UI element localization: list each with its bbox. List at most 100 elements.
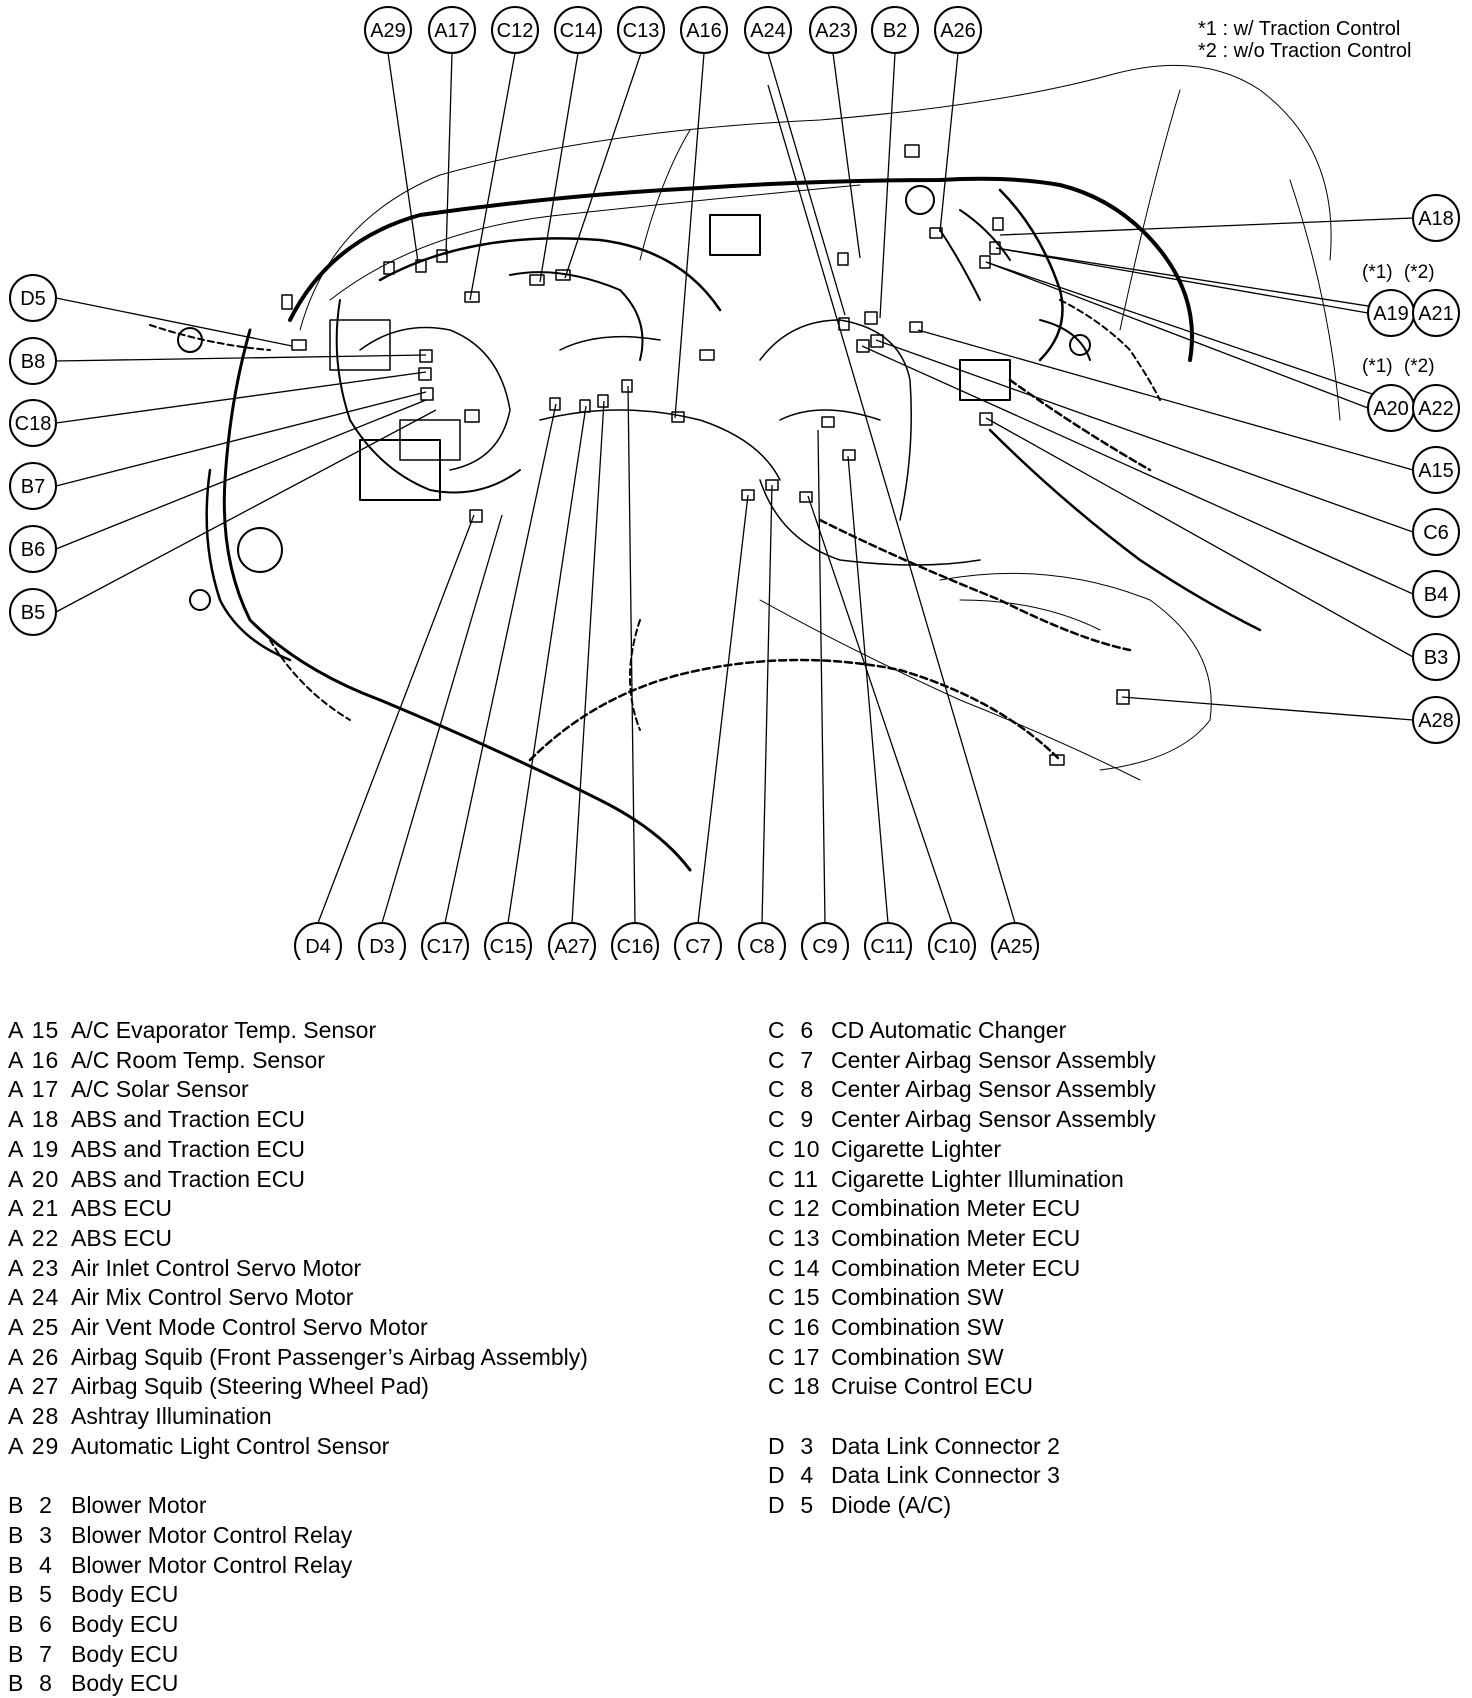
leader-line-b5 [55, 409, 437, 613]
callout-circle [991, 922, 1039, 960]
callout-b3: B3 [1412, 633, 1460, 681]
callout-d4: D4 [294, 922, 342, 960]
leader-line-b7 [55, 391, 427, 487]
callout-leader-lines [55, 52, 1414, 924]
legend-code: D 5 [768, 1492, 815, 1518]
legend-code: C 14 [768, 1255, 821, 1281]
leader-line-b4 [861, 345, 1414, 595]
dashboard-line-drawing [149, 64, 1341, 872]
leader-line-a26 [939, 52, 959, 233]
callout-circle [554, 6, 602, 54]
callout-a17: A17 [428, 6, 476, 54]
legend-name: Combination Meter ECU [831, 1195, 1081, 1221]
callout-label: C18 [15, 413, 52, 435]
leader-line-a18 [999, 217, 1414, 236]
callout-b8: B8 [9, 337, 57, 385]
callout-label: C13 [623, 20, 660, 42]
leader-line-c7 [697, 494, 749, 924]
callout-circle [294, 922, 342, 960]
callout-c13: C13 [617, 6, 665, 54]
legend-name: Body ECU [71, 1670, 179, 1696]
callout-label: A22 [1418, 398, 1454, 420]
footnote-1: *1 : w/ Traction Control [1198, 18, 1401, 40]
callout-b6: B6 [9, 525, 57, 573]
legend-name: ABS and Traction ECU [71, 1136, 305, 1162]
callout-circle [358, 922, 406, 960]
leader-line-d4 [317, 514, 475, 924]
legend-code: B 6 [8, 1611, 53, 1637]
leader-line-c6 [875, 339, 1414, 533]
leader-line-a28 [1121, 696, 1414, 721]
legend-code: A 26 [8, 1344, 60, 1370]
callout-a27: A27 [548, 922, 596, 960]
callout-label: A18 [1418, 208, 1454, 230]
callout-a22: A22 [1412, 384, 1460, 432]
callout-b5: B5 [9, 588, 57, 636]
legend-code: A 19 [8, 1136, 60, 1162]
legend-name: Body ECU [71, 1641, 179, 1667]
legend-code: A 25 [8, 1314, 60, 1340]
legend-code: A 23 [8, 1255, 60, 1281]
legend-name: A/C Evaporator Temp. Sensor [71, 1017, 377, 1043]
legend-item: B 6 Body ECU [8, 1610, 178, 1639]
legend-code: C 11 [768, 1166, 819, 1192]
leader-line-c12 [469, 52, 516, 301]
callout-label: C17 [427, 936, 464, 958]
leader-line-a20 [985, 261, 1369, 409]
callout-label: A26 [940, 20, 976, 42]
leader-line-a22 [985, 261, 1414, 409]
callout-circle [801, 922, 849, 960]
callout-circle [1412, 570, 1460, 618]
callout-circle [864, 922, 912, 960]
legend-code: B 3 [8, 1522, 53, 1548]
callout-label: D4 [305, 936, 331, 958]
callout-label: A20 [1373, 398, 1409, 420]
callout-circle [674, 922, 722, 960]
callout-label: A23 [815, 20, 851, 42]
callout-c9: C9 [801, 922, 849, 960]
legend-code: C 17 [768, 1344, 821, 1370]
callout-circle [9, 274, 57, 322]
leader-line-a21 [995, 247, 1414, 314]
leader-line-c17 [444, 403, 557, 924]
leader-line-c15 [507, 405, 587, 924]
callout-label: C8 [749, 936, 775, 958]
variant-note-2: (*2) [1403, 356, 1435, 377]
callout-label: B7 [21, 476, 45, 498]
legend-name: Center Airbag Sensor Assembly [831, 1047, 1156, 1073]
callout-c15: C15 [484, 922, 532, 960]
legend-name: Center Airbag Sensor Assembly [831, 1106, 1156, 1132]
legend-code: A 17 [8, 1076, 60, 1102]
legend-name: Blower Motor Control Relay [71, 1552, 353, 1578]
callout-c7: C7 [674, 922, 722, 960]
leader-line-b6 [55, 399, 427, 550]
legend-code: C 9 [768, 1106, 815, 1132]
leader-line-a16 [674, 52, 705, 419]
leader-line-d5 [55, 297, 293, 347]
callout-label: B6 [21, 539, 45, 561]
callout-label: A25 [997, 936, 1033, 958]
callout-circle [9, 588, 57, 636]
callout-c10: C10 [928, 922, 976, 960]
callout-circle [1412, 696, 1460, 744]
leader-line-c9 [817, 429, 826, 924]
footnote-2: *2 : w/o Traction Control [1198, 40, 1412, 62]
legend-code: B 2 [8, 1492, 53, 1518]
legend-name: Body ECU [71, 1611, 179, 1637]
callout-label: A27 [554, 936, 590, 958]
callout-a19: A19 [1367, 289, 1415, 337]
